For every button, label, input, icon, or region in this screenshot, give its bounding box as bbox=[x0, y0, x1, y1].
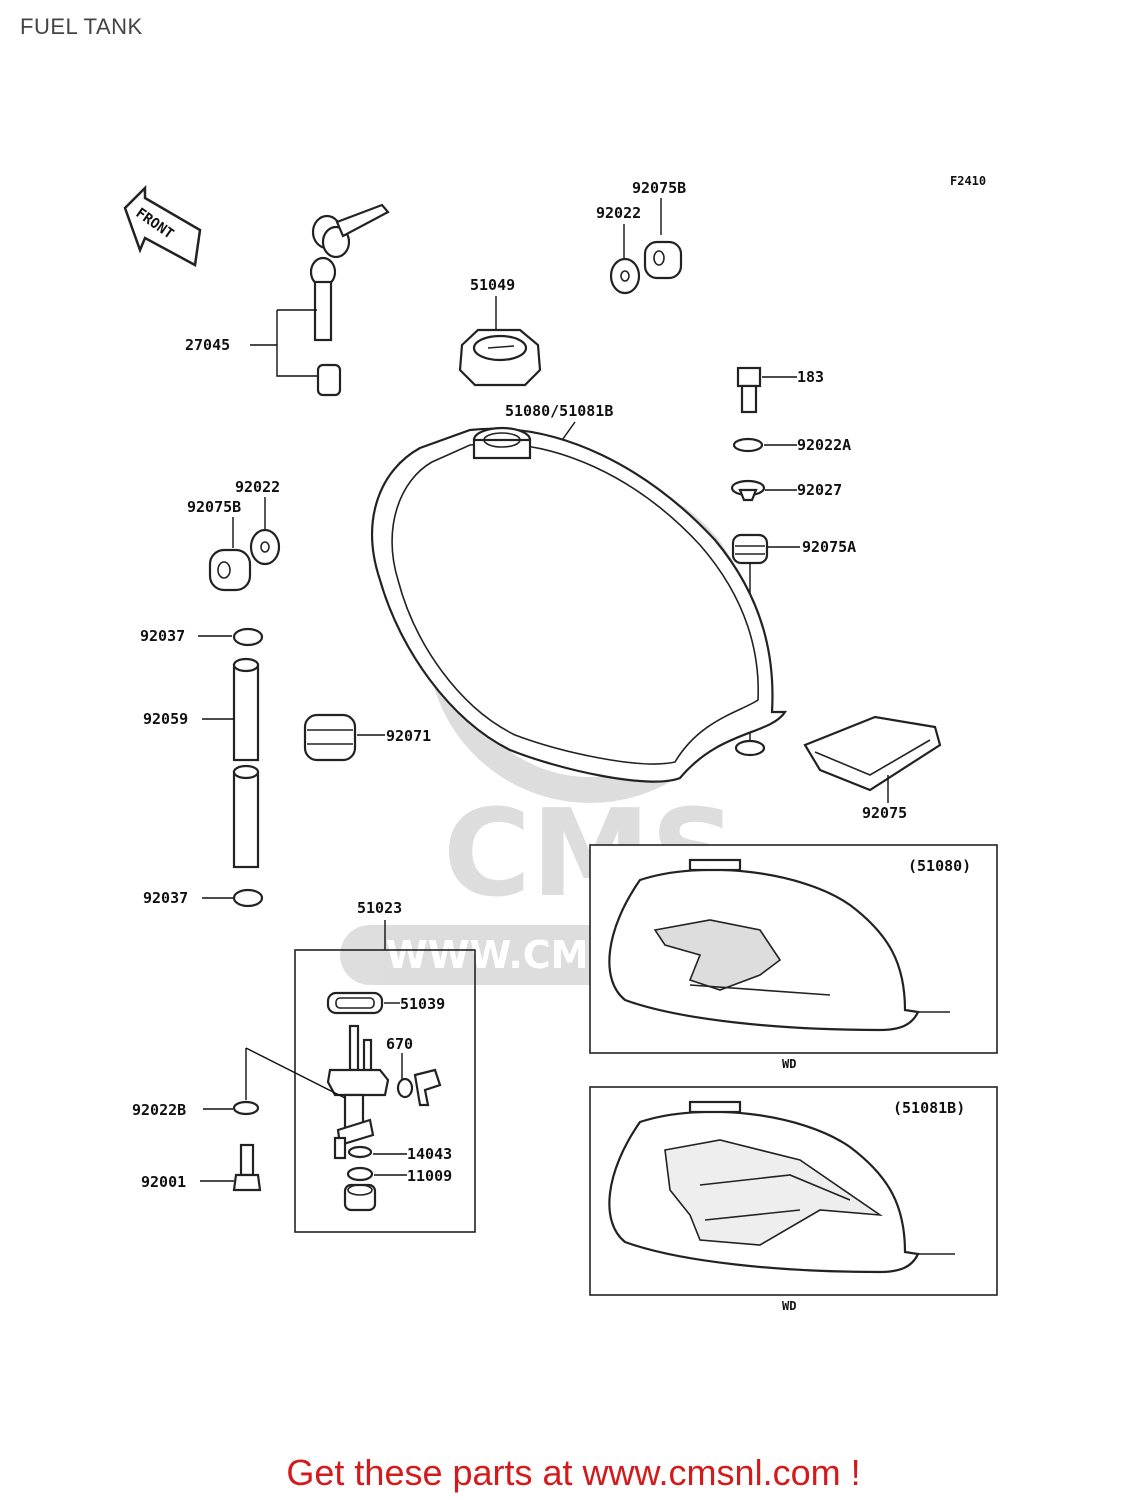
bolt-92001-icon bbox=[232, 1143, 262, 1192]
label-92027: 92027 bbox=[797, 481, 842, 499]
label-92037-top: 92037 bbox=[140, 627, 185, 645]
variant-51080-code: (51080) bbox=[908, 857, 971, 875]
label-92075A: 92075A bbox=[802, 538, 856, 556]
figure-code: F2410 bbox=[950, 174, 986, 188]
grommet-92075B-left-icon bbox=[208, 548, 252, 592]
variant-51080-paint: WD bbox=[782, 1057, 796, 1071]
label-51049: 51049 bbox=[470, 276, 515, 294]
label-92022B: 92022B bbox=[132, 1101, 186, 1119]
clamp-92037-bottom-icon bbox=[232, 888, 264, 908]
variant-51080-panel: (51080) WD bbox=[589, 844, 998, 1071]
label-51080-51081B: 51080/51081B bbox=[505, 402, 613, 420]
variant-51081B-panel: (51081B) WD bbox=[589, 1086, 998, 1313]
washer-92022-left-icon bbox=[249, 528, 281, 566]
cup-icon bbox=[343, 1183, 377, 1212]
damper-92075A-icon bbox=[731, 533, 769, 565]
washer-92022B-icon bbox=[232, 1100, 260, 1116]
label-27045: 27045 bbox=[185, 336, 230, 354]
footer-link[interactable]: Get these parts at www.cmsnl.com ! bbox=[286, 1452, 861, 1493]
variant-51081B-code: (51081B) bbox=[893, 1099, 965, 1117]
label-51039: 51039 bbox=[400, 995, 445, 1013]
bolt-183-icon bbox=[736, 366, 762, 414]
label-51023: 51023 bbox=[357, 899, 402, 917]
front-arrow-icon: FRONT bbox=[123, 184, 202, 267]
fuel-cock-body-icon bbox=[326, 1024, 390, 1160]
label-92071: 92071 bbox=[386, 727, 431, 745]
label-92075B-left: 92075B bbox=[187, 498, 241, 516]
label-11009: 11009 bbox=[407, 1167, 452, 1185]
label-92022-left: 92022 bbox=[235, 478, 280, 496]
label-92075: 92075 bbox=[862, 804, 907, 822]
collar-92027-icon bbox=[730, 479, 766, 502]
page-title: FUEL TANK bbox=[20, 14, 143, 39]
damper-92071-icon bbox=[303, 713, 357, 762]
valve-lever-670-icon bbox=[396, 1068, 442, 1107]
label-92022-top: 92022 bbox=[596, 204, 641, 222]
pad-92075-icon bbox=[803, 715, 942, 792]
label-183: 183 bbox=[797, 368, 824, 386]
label-92037-bottom: 92037 bbox=[143, 889, 188, 907]
ignition-key-icon bbox=[309, 203, 390, 397]
grommet-92075B-icon bbox=[643, 240, 683, 280]
label-92059: 92059 bbox=[143, 710, 188, 728]
o-ring-14043-icon bbox=[347, 1145, 373, 1159]
fuel-tank-icon bbox=[371, 426, 788, 783]
label-92022A: 92022A bbox=[797, 436, 851, 454]
fuel-cock-assembly-box bbox=[294, 949, 476, 1233]
gasket-51039-icon bbox=[326, 991, 384, 1015]
washer-92022-icon bbox=[609, 257, 641, 295]
washer-92022A-icon bbox=[732, 437, 764, 453]
label-670: 670 bbox=[386, 1035, 413, 1053]
label-92001: 92001 bbox=[141, 1173, 186, 1191]
tank-51081B-icon bbox=[608, 1100, 955, 1274]
label-14043: 14043 bbox=[407, 1145, 452, 1163]
tank-51080-icon bbox=[608, 858, 950, 1032]
fuel-hose-92059-icon bbox=[232, 657, 260, 869]
fuel-cap-icon bbox=[458, 328, 542, 387]
label-92075B-top: 92075B bbox=[632, 179, 686, 197]
variant-51081B-paint: WD bbox=[782, 1299, 796, 1313]
clamp-92037-top-icon bbox=[232, 627, 264, 647]
filter-11009-icon bbox=[346, 1166, 374, 1182]
